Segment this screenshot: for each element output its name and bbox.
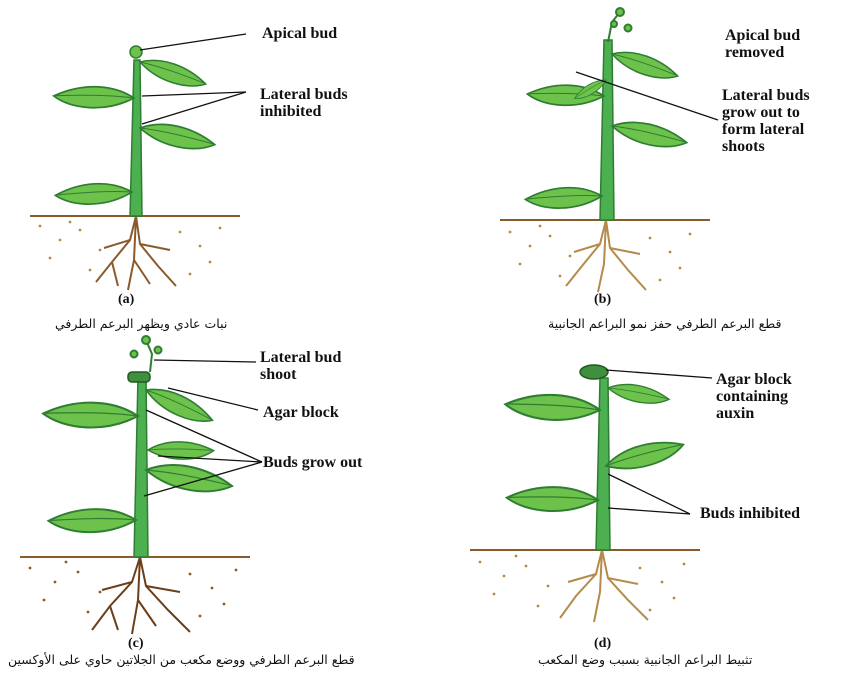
lateral-shoot-c <box>131 336 162 372</box>
stem-b <box>600 40 614 220</box>
apical-bud-a <box>130 46 142 58</box>
roots-c <box>92 557 190 634</box>
roots-b <box>566 220 646 292</box>
caption-b: قطع البرعم الطرفي حفز نمو البراعم الجانب… <box>548 316 781 331</box>
lateral-shoot-b <box>608 8 632 42</box>
roots-d <box>560 550 648 622</box>
label-buds-inhibited: Buds inhibited <box>700 505 800 522</box>
leaves-d <box>505 375 686 518</box>
label-agar-block-c: Agar block <box>263 404 339 421</box>
label-buds-grow-out: Buds grow out <box>263 454 362 471</box>
plant-a <box>30 34 246 290</box>
label-lateral-buds-grow-out: Lateral buds grow out to form lateral sh… <box>722 87 810 155</box>
label-apical-bud: Apical bud <box>262 25 337 42</box>
panel-id-c: (c) <box>128 636 144 652</box>
stem-c <box>134 376 148 557</box>
roots-a <box>96 216 176 290</box>
label-apical-bud-removed: Apical bud removed <box>725 27 800 61</box>
plant-c <box>20 336 262 634</box>
plant-d <box>470 365 712 622</box>
caption-c: قطع البرعم الطرفي ووضع مكعب من الجلاتين … <box>8 652 355 667</box>
plant-b <box>500 8 718 292</box>
soil-d <box>470 550 700 611</box>
label-lateral-buds-inhibited: Lateral buds inhibited <box>260 86 348 120</box>
panel-id-d: (d) <box>594 636 611 652</box>
caption-a: نبات عادي ويظهر البرعم الطرفي <box>55 316 227 331</box>
label-lateral-bud-shoot: Lateral bud shoot <box>260 349 341 383</box>
panel-id-b: (b) <box>594 292 611 308</box>
soil-c <box>20 557 250 617</box>
agar-block-d <box>580 365 608 379</box>
panel-id-a: (a) <box>118 292 134 308</box>
caption-d: تثبيط البراعم الجانبية بسبب وضع المكعب <box>538 652 752 667</box>
agar-block-c <box>128 372 150 382</box>
label-agar-block-auxin: Agar block containing auxin <box>716 371 792 422</box>
